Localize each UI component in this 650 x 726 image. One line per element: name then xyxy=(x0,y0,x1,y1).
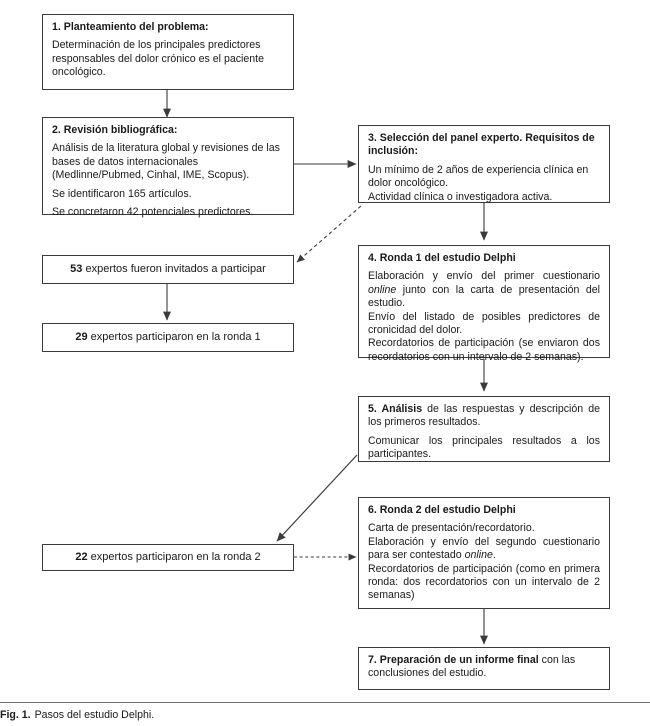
step6-body-1: Carta de presentación/recordatorio. xyxy=(368,522,535,535)
step6-heading: 6. Ronda 2 del estudio Delphi xyxy=(368,504,516,516)
round2-count: 22 xyxy=(75,550,88,563)
step4-body-3: Recordatorios de participación (se envia… xyxy=(368,337,600,363)
step6-body-2: Elaboración y envío del segundo cuestion… xyxy=(368,535,600,562)
arrow-step3-to-invited xyxy=(296,205,362,263)
round1-label: expertos participaron en la ronda 1 xyxy=(87,330,261,343)
caption-text: Pasos del estudio Delphi. xyxy=(34,709,155,721)
arrow-step5-to-round2 xyxy=(276,454,358,542)
node-round2-participants[interactable]: 22 expertos participaron en la ronda 2 xyxy=(42,544,294,571)
round2-label: expertos participaron en la ronda 2 xyxy=(87,550,261,563)
caption-divider xyxy=(0,702,650,703)
step2-body-2: Se identificaron 165 artículos. xyxy=(52,187,192,200)
step4-online-emphasis: online xyxy=(368,283,397,296)
step3-body-1: Un mínimo de 2 años de experiencia clíni… xyxy=(368,163,589,190)
step2-heading: 2. Revisión bibliográfica: xyxy=(52,124,178,136)
step4-body-1: Elaboración y envío del primer cuestiona… xyxy=(368,270,600,310)
node-step7[interactable]: 7. Preparación de un informe final con l… xyxy=(358,647,610,690)
step3-body-2: Actividad clínica o investigadora activa… xyxy=(368,190,553,203)
step4-heading: 4. Ronda 1 del estudio Delphi xyxy=(368,252,516,264)
step1-heading: 1. Planteamiento del problema: xyxy=(52,21,209,33)
node-invited-experts[interactable]: 53 expertos fueron invitados a participa… xyxy=(42,255,294,284)
step6-online-emphasis: online xyxy=(464,549,493,562)
invited-count: 53 xyxy=(70,262,83,275)
node-step4[interactable]: 4. Ronda 1 del estudio Delphi Elaboració… xyxy=(358,245,610,363)
node-step1[interactable]: 1. Planteamiento del problema: Determina… xyxy=(42,14,294,90)
step7-heading: 7. Preparación de un informe final con l… xyxy=(368,654,576,680)
node-step3[interactable]: 3. Selección del panel experto. Requisit… xyxy=(358,125,610,203)
figure-caption: Fig. 1.Pasos del estudio Delphi. xyxy=(0,708,640,722)
step6-body-3: Recordatorios de participación (como en … xyxy=(368,562,600,602)
node-round1-participants[interactable]: 29 expertos participaron en la ronda 1 xyxy=(42,323,294,352)
round1-count: 29 xyxy=(75,330,88,343)
step3-heading: 3. Selección del panel experto. Requisit… xyxy=(368,132,595,158)
caption-label: Fig. 1. xyxy=(0,709,31,721)
node-step6[interactable]: 6. Ronda 2 del estudio Delphi Carta de p… xyxy=(358,497,610,609)
step4-body-2: Envío del listado de posibles predictore… xyxy=(368,310,600,337)
step2-body-3: Se concretaron 42 potenciales predictore… xyxy=(52,206,254,219)
step5-heading: 5. Análisis de las respuestas y descripc… xyxy=(368,403,600,429)
node-step5[interactable]: 5. Análisis de las respuestas y descripc… xyxy=(358,396,610,462)
step1-body: Determinación de los principales predict… xyxy=(52,39,265,79)
invited-label: expertos fueron invitados a participar xyxy=(82,262,266,275)
node-step2[interactable]: 2. Revisión bibliográfica: Análisis de l… xyxy=(42,117,294,218)
step2-body-1: Análisis de la literatura global y revis… xyxy=(52,142,280,182)
step5-body: Comunicar los principales resultados a l… xyxy=(368,434,600,461)
